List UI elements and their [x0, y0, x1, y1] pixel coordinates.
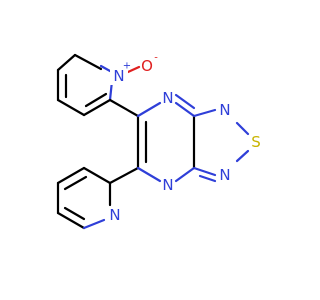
bond — [108, 166, 140, 185]
bond — [235, 149, 250, 163]
label-bg — [110, 67, 128, 85]
atom-o-oxide: O — [141, 57, 153, 75]
bond — [174, 166, 196, 183]
bond — [174, 93, 196, 110]
bond — [56, 211, 86, 230]
pyridine-ring — [56, 166, 112, 230]
atom-n-pyrazine-top: N — [162, 89, 173, 107]
bond — [82, 218, 106, 230]
molecule-svg: N + O - N N N S N N — [56, 53, 261, 230]
thiadiazole-ring — [192, 108, 250, 183]
bond — [99, 64, 112, 73]
bond — [108, 98, 140, 118]
bond — [198, 174, 217, 183]
pyrazine-ring — [136, 93, 196, 183]
bond — [63, 175, 88, 191]
structure-diagram: N + O - N N N S N N — [56, 53, 261, 230]
bond — [126, 65, 141, 74]
atom-s-thiadiazole: S — [251, 133, 261, 151]
bond — [235, 121, 250, 136]
pyridine-n-oxide-ring — [56, 53, 141, 117]
bond — [174, 101, 196, 118]
bond — [56, 98, 86, 117]
bond — [192, 108, 217, 118]
bond — [63, 206, 86, 221]
atom-n-oxide: N — [113, 67, 124, 85]
bond — [82, 98, 112, 117]
bond — [192, 166, 217, 177]
atom-n-thiadiazole-bottom: N — [219, 166, 230, 184]
bond — [73, 53, 103, 71]
bond — [56, 53, 77, 72]
atom-n-pyrazine-bottom: N — [162, 176, 173, 194]
o-oxide-charge: - — [154, 53, 158, 64]
bond — [56, 166, 86, 185]
bond — [136, 101, 162, 118]
atom-n-pyridine: N — [109, 206, 120, 224]
atom-n-thiadiazole-top: N — [219, 101, 230, 119]
bond — [136, 166, 162, 183]
n-oxide-charge: + — [123, 61, 131, 72]
bond — [84, 92, 108, 108]
atom-labels: N + O - N N N S N N — [109, 53, 260, 225]
bond — [82, 166, 112, 185]
